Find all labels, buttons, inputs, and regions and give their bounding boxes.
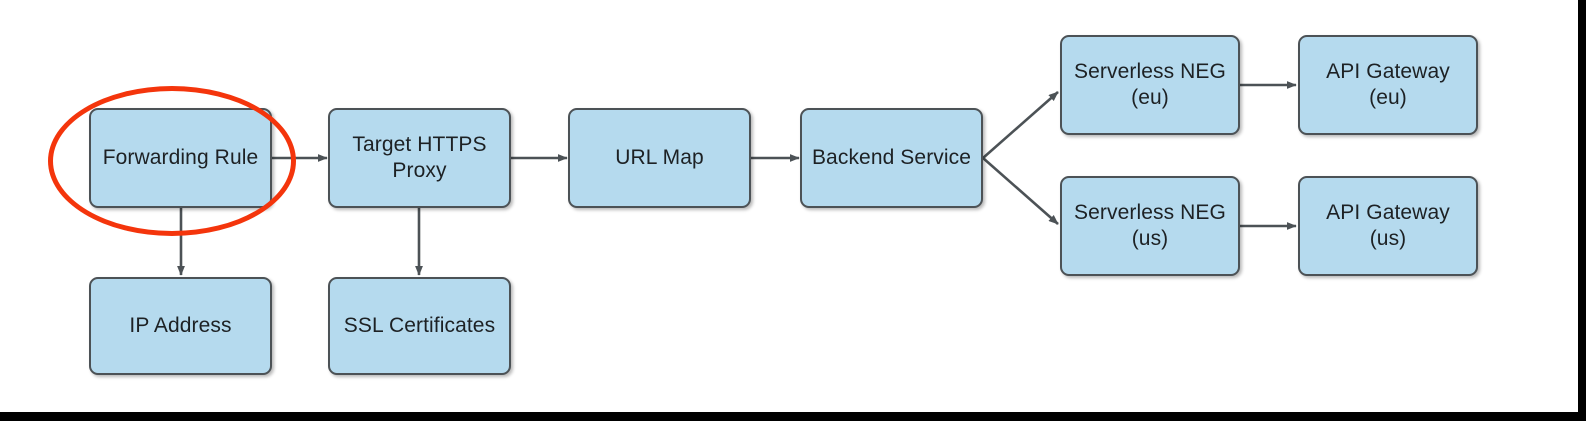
node-forwarding-rule[interactable]: Forwarding Rule: [89, 108, 272, 208]
edge-backend-service-to-serverless-neg-us: [982, 157, 1059, 225]
node-ssl-certificates[interactable]: SSL Certificates: [328, 277, 511, 375]
node-api-gateway-eu[interactable]: API Gateway (eu): [1298, 35, 1478, 135]
node-url-map[interactable]: URL Map: [568, 108, 751, 208]
node-target-https-proxy[interactable]: Target HTTPS Proxy: [328, 108, 511, 208]
frame-border-right: [1578, 0, 1586, 421]
node-backend-service[interactable]: Backend Service: [800, 108, 983, 208]
node-serverless-neg-eu[interactable]: Serverless NEG (eu): [1060, 35, 1240, 135]
node-api-gateway-us[interactable]: API Gateway (us): [1298, 176, 1478, 276]
edge-backend-service-to-serverless-neg-eu: [982, 91, 1059, 159]
node-ip-address[interactable]: IP Address: [89, 277, 272, 375]
frame-border-bottom: [0, 412, 1586, 421]
node-serverless-neg-us[interactable]: Serverless NEG (us): [1060, 176, 1240, 276]
